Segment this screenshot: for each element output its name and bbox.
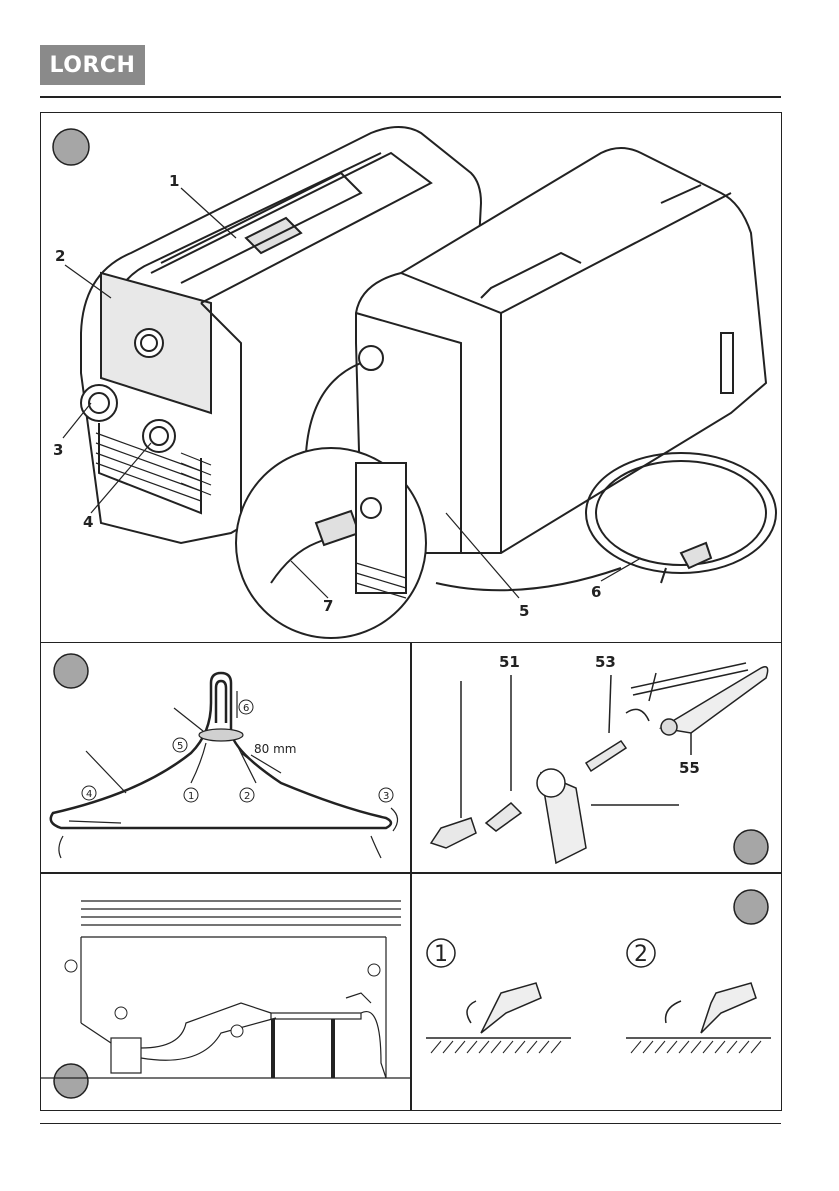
header-rule — [40, 96, 781, 98]
figure-electrode-grinding: 1 2 — [410, 872, 782, 1111]
step-5: 5 — [177, 741, 183, 752]
callout-6: 6 — [591, 583, 601, 601]
figure-badge — [734, 890, 768, 924]
step-3: 3 — [383, 791, 389, 802]
length-label: 80 mm — [254, 742, 296, 756]
callout-2: 2 — [55, 247, 65, 265]
step-1: 1 — [188, 791, 194, 802]
callout-51: 51 — [499, 653, 520, 671]
callout-3: 3 — [53, 441, 63, 459]
callout-5: 5 — [519, 602, 529, 620]
step-4: 4 — [86, 789, 92, 800]
figure-badge — [734, 830, 768, 864]
step-6: 6 — [243, 703, 249, 714]
step-1-label: 1 — [434, 942, 448, 967]
figure-badge — [54, 654, 88, 688]
footer-rule — [40, 1123, 781, 1124]
figure-badge — [54, 1064, 88, 1098]
figure-torch-parts: 51 53 55 — [410, 642, 782, 874]
figure-main-device: 1 2 3 4 5 6 7 — [40, 112, 782, 643]
callout-1: 1 — [169, 172, 179, 190]
callout-7: 7 — [323, 597, 333, 615]
figure-badge — [53, 129, 89, 165]
brand-logo: LORCH — [40, 45, 145, 85]
callout-53: 53 — [595, 653, 616, 671]
callout-55: 55 — [679, 759, 700, 777]
figure-cable-folding: 4 1 2 3 5 6 80 mm — [40, 642, 412, 874]
step-2-label: 2 — [634, 942, 648, 967]
callout-4: 4 — [83, 513, 93, 531]
step-2: 2 — [244, 791, 250, 802]
figure-workplace-setup — [40, 872, 412, 1111]
